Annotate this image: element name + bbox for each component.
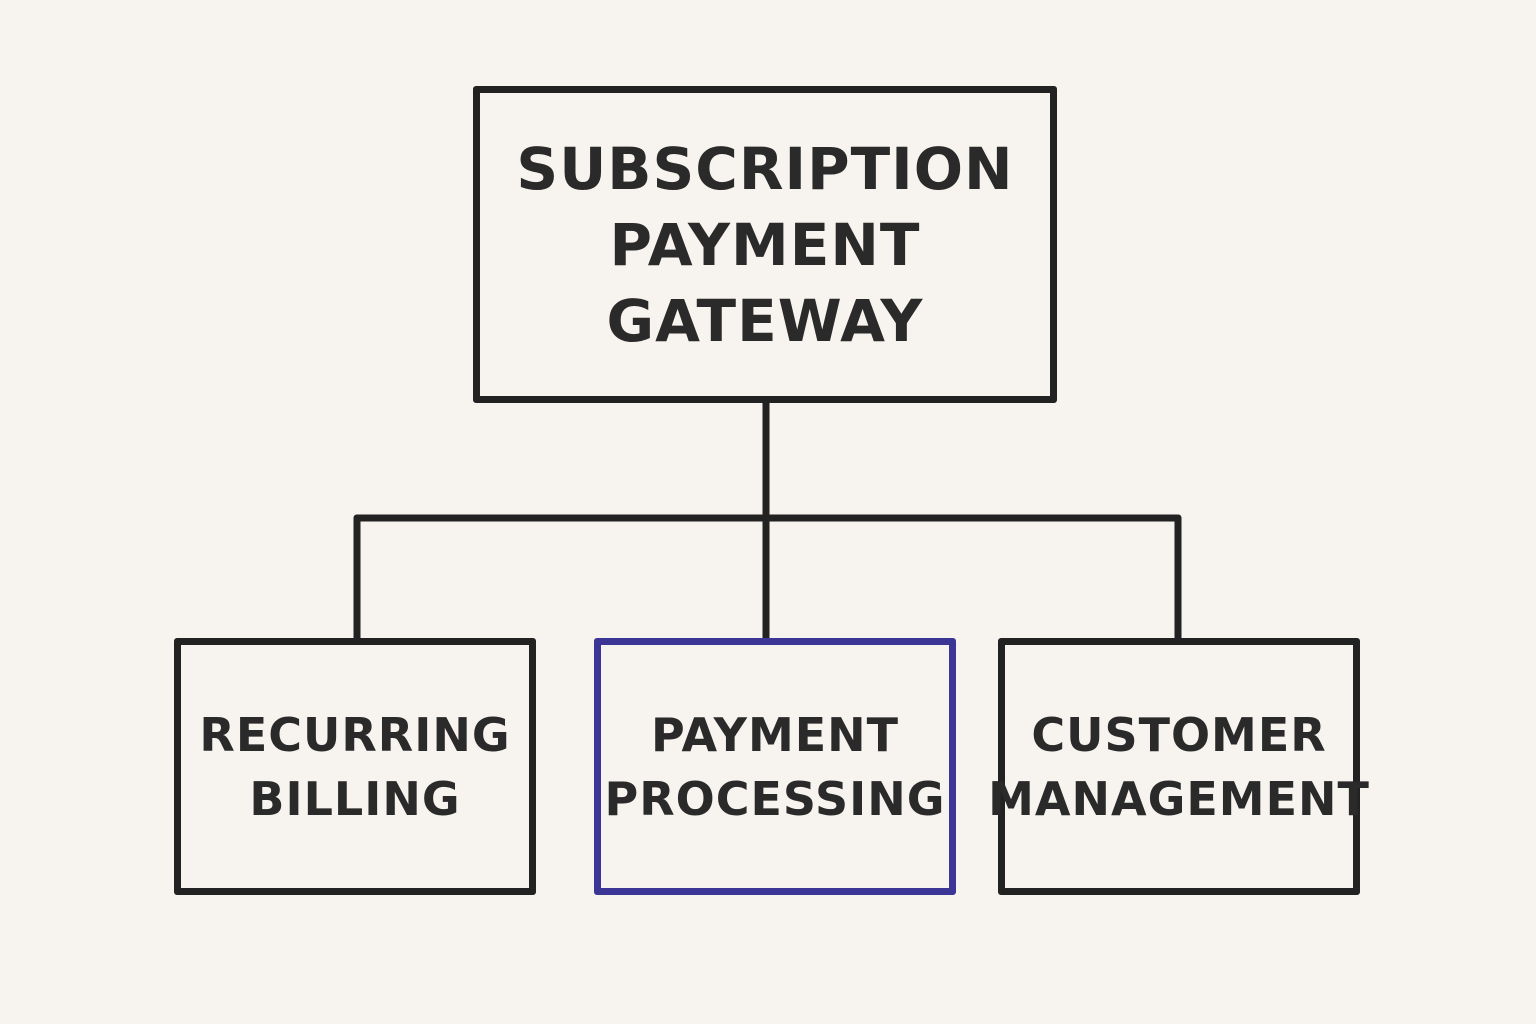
root-node-subscription-payment-gateway: SUBSCRIPTION PAYMENT GATEWAY	[473, 86, 1057, 403]
child-node-label-line-2: BILLING	[249, 771, 461, 826]
child-node-label-line-2: PROCESSING	[604, 771, 946, 826]
child-node-payment-processing: PAYMENT PROCESSING	[594, 638, 956, 895]
child-node-label-line-1: PAYMENT	[650, 707, 900, 762]
root-node-label-line-1: SUBSCRIPTION	[516, 134, 1014, 203]
child-node-customer-management: CUSTOMER MANAGEMENT	[988, 638, 1369, 895]
child-node-label-line-1: CUSTOMER	[1031, 707, 1327, 762]
root-node-label-line-2: PAYMENT	[609, 210, 921, 279]
child-node-recurring-billing: RECURRING BILLING	[174, 638, 536, 895]
root-node-label-line-3: GATEWAY	[606, 286, 924, 355]
child-node-label-line-2: MANAGEMENT	[988, 771, 1370, 826]
child-node-label-line-1: RECURRING	[199, 707, 511, 762]
